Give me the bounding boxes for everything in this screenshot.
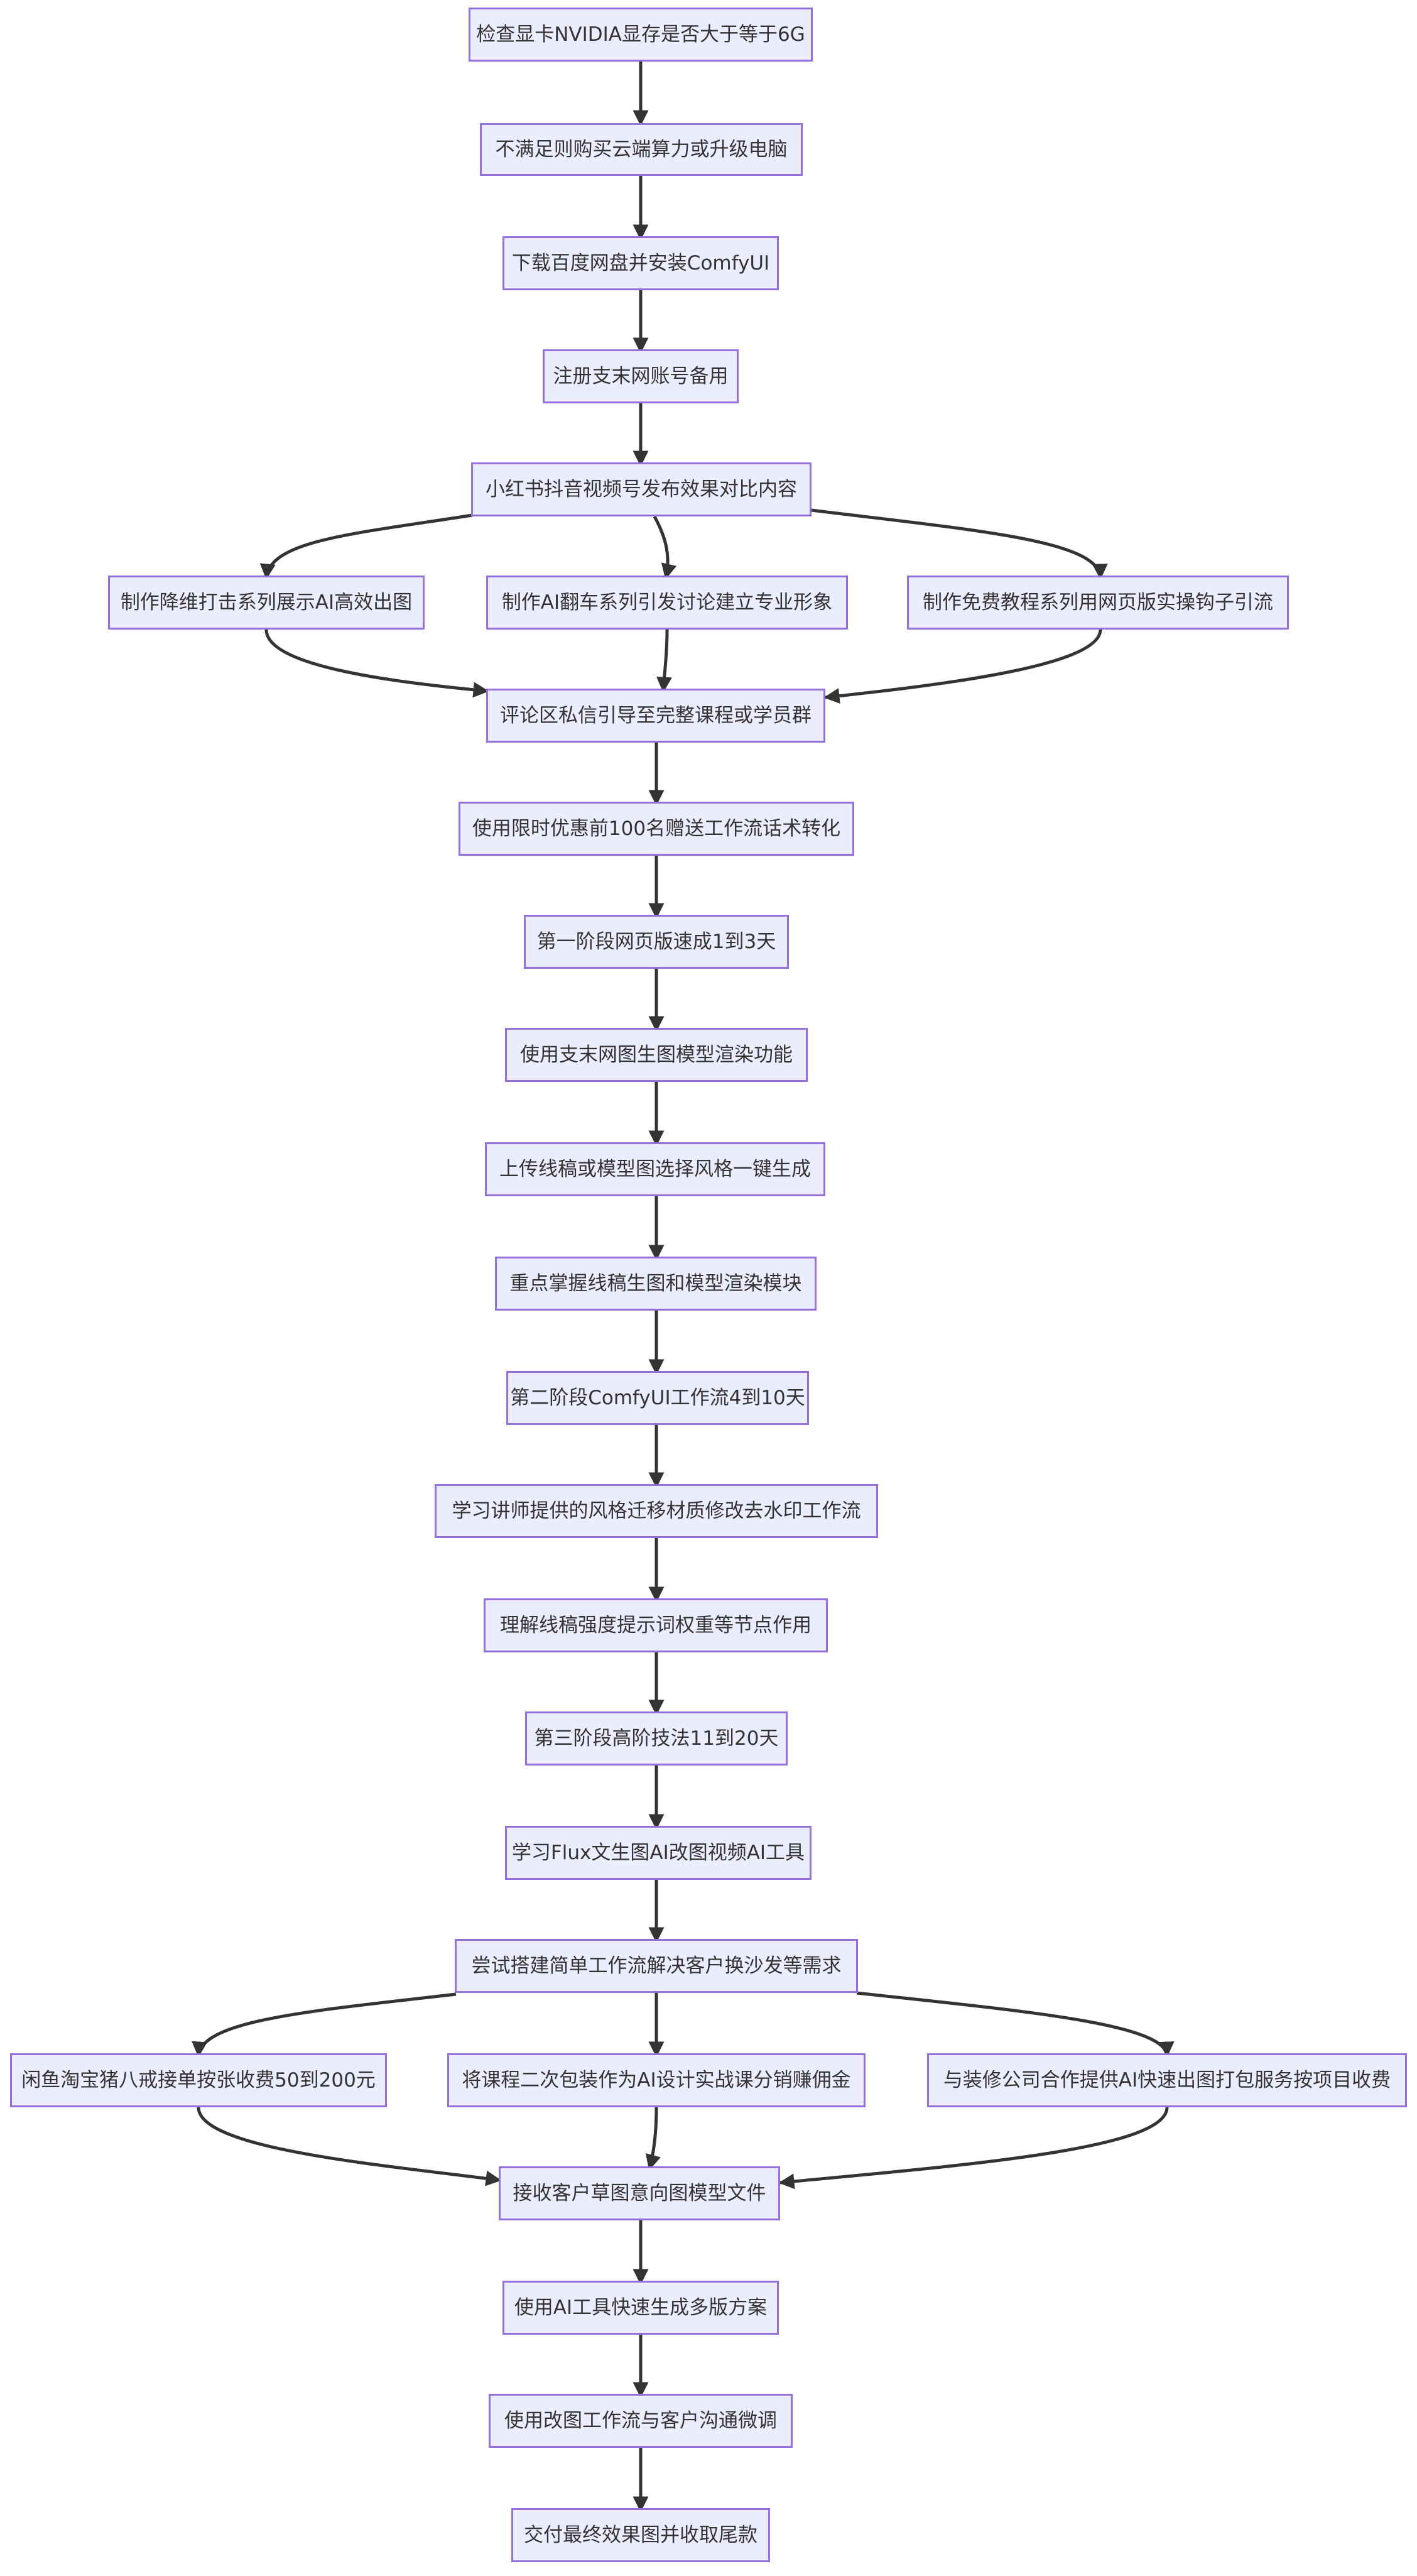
- node-dm-guide: 评论区私信引导至完整课程或学员群: [486, 689, 825, 743]
- node-series-fail: 制作AI翻车系列引发讨论建立专业形象: [486, 576, 848, 630]
- node-client-tweak: 使用改图工作流与客户沟通微调: [489, 2394, 793, 2448]
- node-build-workflow: 尝试搭建简单工作流解决客户换沙发等需求: [455, 1939, 858, 1993]
- node-register-account: 注册支末网账号备用: [543, 349, 739, 403]
- node-stage-2: 第二阶段ComfyUI工作流4到10天: [506, 1371, 809, 1425]
- node-publish-content: 小红书抖音视频号发布效果对比内容: [471, 462, 812, 516]
- node-upload-generate: 上传线稿或模型图选择风格一键生成: [485, 1142, 825, 1196]
- edge-n5-n6a: [259, 513, 473, 580]
- edge-n6b-n7: [656, 629, 672, 693]
- edge-n6c-n7: [823, 629, 1102, 704]
- node-generate-options: 使用AI工具快速生成多版方案: [502, 2281, 779, 2335]
- edge-n5-n6c: [811, 508, 1108, 580]
- node-stage-1: 第一阶段网页版速成1到3天: [524, 915, 789, 969]
- node-stage-3: 第三阶段高阶技法11到20天: [525, 1711, 788, 1766]
- node-promo-convert: 使用限时优惠前100名赠送工作流话术转化: [459, 802, 854, 856]
- node-install-comfyui: 下载百度网盘并安装ComfyUI: [502, 236, 779, 290]
- edge-n19c-n20: [778, 2107, 1169, 2190]
- edge-n5-n6b: [653, 515, 677, 580]
- node-deliver-final: 交付最终效果图并收取尾款: [511, 2508, 770, 2562]
- edge-n19b-n20: [645, 2107, 661, 2171]
- edge-n6a-n7: [264, 629, 489, 698]
- node-series-efficiency: 制作降维打击系列展示AI高效出图: [108, 576, 425, 630]
- node-key-modules: 重点掌握线稿生图和模型渲染模块: [495, 1257, 817, 1311]
- edge-n19a-n20: [197, 2107, 502, 2186]
- edge-n18-n19c: [856, 1991, 1175, 2058]
- node-render-function: 使用支末网图生图模型渲染功能: [505, 1028, 808, 1082]
- node-check-gpu: 检查显卡NVIDIA显存是否大于等于6G: [469, 8, 813, 62]
- node-cloud-or-upgrade: 不满足则购买云端算力或升级电脑: [480, 123, 803, 176]
- node-freelance-orders: 闲鱼淘宝猪八戒接单按张收费50到200元: [10, 2053, 387, 2107]
- node-receive-files: 接收客户草图意向图模型文件: [499, 2166, 780, 2220]
- edge-n18-n19a: [192, 1992, 457, 2058]
- node-understand-nodes: 理解线稿强度提示词权重等节点作用: [484, 1598, 828, 1652]
- node-learn-workflows: 学习讲师提供的风格迁移材质修改去水印工作流: [435, 1484, 878, 1538]
- node-learn-flux: 学习Flux文生图AI改图视频AI工具: [505, 1826, 812, 1880]
- node-partner-decor: 与装修公司合作提供AI快速出图打包服务按项目收费: [927, 2053, 1407, 2107]
- node-resell-course: 将课程二次包装作为AI设计实战课分销赚佣金: [447, 2053, 866, 2107]
- node-series-tutorial: 制作免费教程系列用网页版实操钩子引流: [907, 576, 1289, 630]
